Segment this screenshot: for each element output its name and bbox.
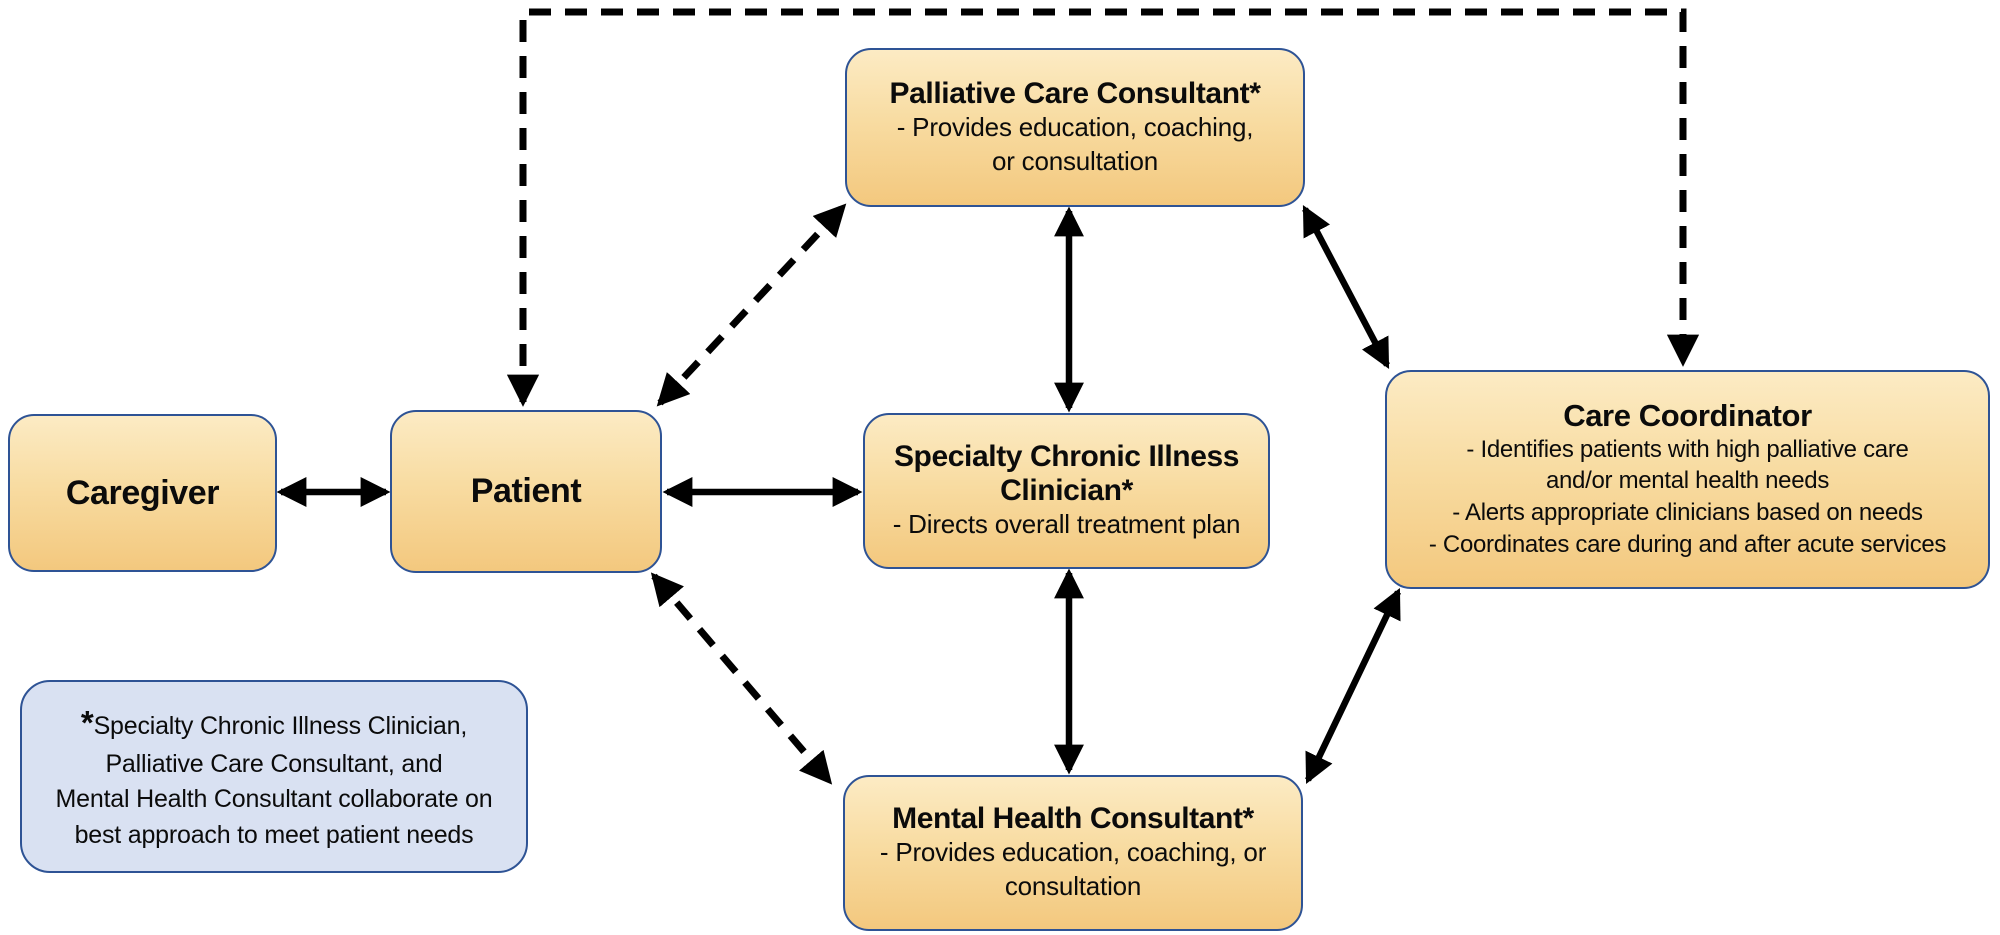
mental-health-consultant-box: Mental Health Consultant* - Provides edu… bbox=[843, 775, 1303, 931]
dashed-arrow-patient-mental bbox=[650, 572, 833, 785]
asterisk-symbol: * bbox=[80, 703, 94, 741]
arrow-palliative-coordinator bbox=[1302, 205, 1390, 369]
footnote-line-1: *Specialty Chronic Illness Clinician, bbox=[81, 700, 467, 747]
mental-title: Mental Health Consultant* bbox=[892, 802, 1254, 836]
palliative-body: - Provides education, coaching,or consul… bbox=[896, 111, 1254, 176]
footnote-line-1-text: Specialty Chronic Illness Clinician, bbox=[93, 711, 468, 740]
specialty-body: - Directs overall treatment plan bbox=[892, 509, 1241, 540]
palliative-title: Palliative Care Consultant* bbox=[889, 76, 1261, 110]
caregiver-box: Caregiver bbox=[8, 414, 277, 572]
caregiver-title: Caregiver bbox=[65, 473, 220, 512]
asterisk-footnote-box: *Specialty Chronic Illness Clinician, Pa… bbox=[20, 680, 528, 873]
palliative-care-consultant-box: Palliative Care Consultant* - Provides e… bbox=[845, 48, 1305, 207]
arrow-mental-coordinator bbox=[1305, 587, 1401, 785]
patient-box: Patient bbox=[390, 410, 662, 573]
dashed-arrow-patient-coordinator-elbow bbox=[506, 8, 1700, 407]
coordinator-title: Care Coordinator bbox=[1563, 398, 1812, 434]
dashed-arrow-patient-palliative bbox=[656, 203, 847, 407]
care-coordinator-box: Care Coordinator - Identifies patients w… bbox=[1385, 370, 1990, 589]
coordinator-body: - Identifies patients with high palliati… bbox=[1428, 435, 1947, 558]
patient-title: Patient bbox=[470, 472, 582, 511]
